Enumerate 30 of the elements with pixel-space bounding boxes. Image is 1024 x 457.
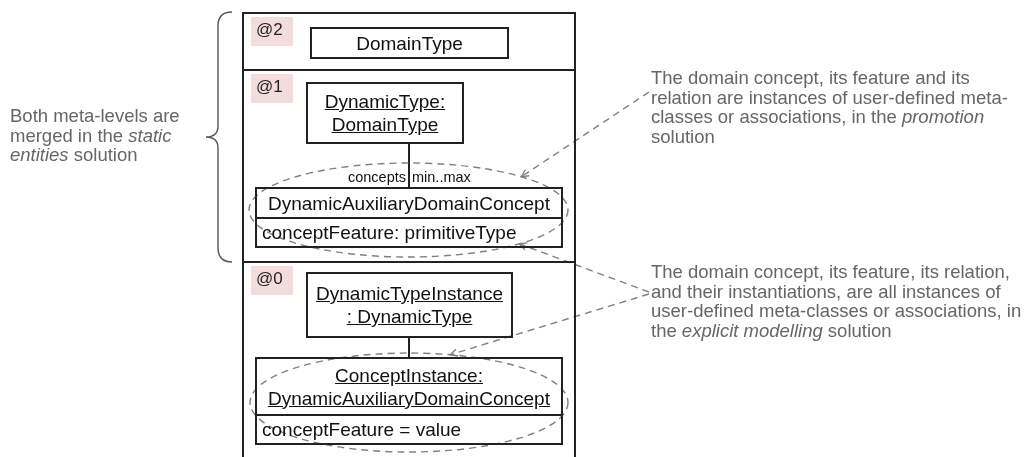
annotation-text: The domain concept, its feature and its relation are instances of user-defined meta-classes or associations, in the promotion solution <box>651 68 1023 148</box>
association-line <box>408 143 410 188</box>
class-name: ConceptInstance: DynamicAuxiliaryDomainConcept <box>267 363 551 411</box>
class-box <box>255 187 563 248</box>
class-name: DynamicType: DomainType <box>323 90 447 137</box>
class-name: DynamicTypeInstance : DynamicType <box>315 282 504 329</box>
dashed-arrow <box>518 242 650 293</box>
level-tag: @1 <box>251 74 293 103</box>
attribute-text: conceptFeature: primitiveType <box>257 217 561 246</box>
dashed-ellipse <box>249 352 569 453</box>
object-box <box>306 82 464 144</box>
dashed-arrow <box>520 91 650 178</box>
level-panel <box>242 69 576 263</box>
level-panel <box>242 12 576 71</box>
class-name: DomainType <box>355 31 464 56</box>
class-name: DynamicAuxiliaryDomainConcept <box>267 191 551 216</box>
level-panel <box>242 261 576 457</box>
association-line <box>408 337 410 358</box>
annotation-text: The domain concept, its feature, its relation, and their instantiations, are all instances of user-defined meta-classes or associations, in the explicit modelling solution <box>651 262 1023 342</box>
class-box <box>255 357 563 445</box>
dashed-arrow <box>449 293 650 357</box>
annotation-text: Both meta-levels are merged in the static entities solution <box>10 106 181 165</box>
edge-label: concepts <box>347 169 406 185</box>
object-box <box>310 27 509 59</box>
object-box <box>306 272 513 338</box>
multiplicity-label: min..max <box>412 169 471 185</box>
level-tag: @2 <box>251 17 293 46</box>
dashed-ellipse <box>248 162 569 258</box>
level-tag: @0 <box>251 266 293 295</box>
attribute-text: conceptFeature = value <box>257 414 561 443</box>
